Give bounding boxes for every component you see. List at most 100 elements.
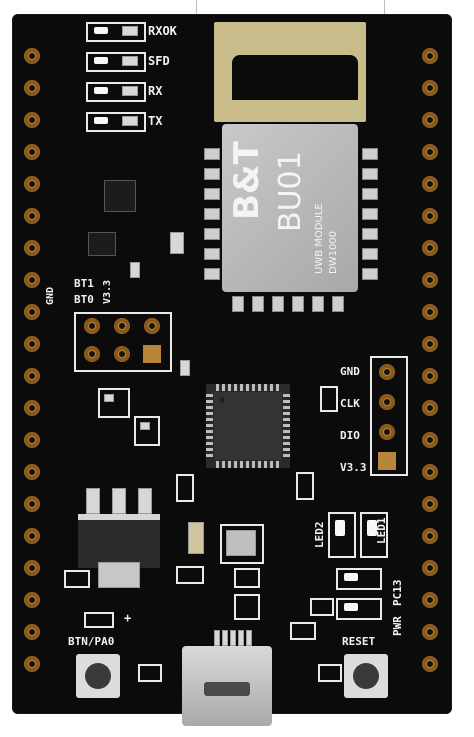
led-sfd <box>94 57 108 64</box>
resistor <box>122 26 138 36</box>
header-pin <box>24 368 40 384</box>
fuse <box>98 562 140 588</box>
component-outline <box>234 594 260 620</box>
module-pin <box>312 296 324 312</box>
photo-edge-line-left <box>196 0 197 14</box>
header-pin <box>24 272 40 288</box>
boot-jumper-outline <box>74 312 172 372</box>
header-pin <box>422 528 438 544</box>
usb-pin <box>230 630 236 646</box>
led-pc13-outline <box>336 568 382 590</box>
label-swd-gnd: GND <box>340 365 360 378</box>
uwb-module: B&T BU01 UWB MODULE DW1000 <box>222 124 358 292</box>
header-pin <box>24 528 40 544</box>
module-pin <box>204 208 220 220</box>
led1-outline <box>360 512 388 558</box>
crystal <box>226 530 256 556</box>
small-ic <box>88 232 116 256</box>
label-rx: RX <box>148 84 163 98</box>
header-pin <box>422 464 438 480</box>
component-outline <box>64 570 90 588</box>
micro-usb-port[interactable] <box>182 646 272 726</box>
label-boot-gnd: GND <box>45 286 57 306</box>
label-swd-clk: CLK <box>340 397 360 410</box>
header-pin <box>24 240 40 256</box>
capacitor <box>180 360 190 376</box>
module-pin <box>332 296 344 312</box>
component-outline <box>138 664 162 682</box>
capacitor <box>188 522 204 554</box>
module-pin <box>362 268 378 280</box>
label-reset: RESET <box>342 635 376 648</box>
header-pin <box>24 592 40 608</box>
antenna-slot <box>232 55 358 100</box>
jumper-pin <box>144 318 160 334</box>
led-tx <box>94 117 108 124</box>
header-pin <box>422 240 438 256</box>
btn-small-outline <box>84 612 114 628</box>
regulator-tab <box>138 488 152 514</box>
component-outline <box>310 598 334 616</box>
module-pin <box>362 228 378 240</box>
resistor <box>130 262 140 278</box>
module-model: BU01 <box>273 151 308 232</box>
header-pin <box>24 464 40 480</box>
component-outline <box>176 474 194 502</box>
led-rx-outline <box>86 82 146 102</box>
led-pwr <box>344 603 358 611</box>
jumper-pin <box>114 318 130 334</box>
header-pin <box>422 208 438 224</box>
led2-outline <box>328 512 356 558</box>
module-pin <box>362 208 378 220</box>
header-pin <box>422 624 438 640</box>
jumper-pin <box>114 346 130 362</box>
component-outline <box>176 566 204 584</box>
label-bt1: BT1 <box>74 277 94 290</box>
module-pin <box>362 248 378 260</box>
jumper-pin <box>84 318 100 334</box>
resistor <box>122 116 138 126</box>
module-brand: B&T <box>227 141 267 220</box>
reset-button-cap <box>353 663 379 689</box>
label-swd-dio: DIO <box>340 429 360 442</box>
header-pin <box>422 176 438 192</box>
label-rxok: RXOK <box>148 24 177 38</box>
component-outline <box>290 622 316 640</box>
regulator-tab <box>86 488 100 514</box>
header-pin <box>422 592 438 608</box>
jumper-pin <box>84 346 100 362</box>
small-ic <box>104 180 136 212</box>
capacitor <box>170 232 184 254</box>
module-pin <box>204 228 220 240</box>
component-outline <box>134 416 160 446</box>
header-pin <box>24 80 40 96</box>
capacitor <box>140 422 150 430</box>
label-boot-v33: V3.3 <box>102 279 114 305</box>
user-button[interactable] <box>76 654 120 698</box>
component-outline <box>320 386 338 412</box>
label-plus: + <box>124 611 132 625</box>
module-pin <box>362 148 378 160</box>
header-pin <box>422 656 438 672</box>
header-pin <box>422 400 438 416</box>
label-bt0: BT0 <box>74 293 94 306</box>
module-pin <box>252 296 264 312</box>
header-pin <box>422 272 438 288</box>
header-pin <box>24 48 40 64</box>
voltage-regulator <box>78 514 160 568</box>
swd-header-outline <box>370 356 408 476</box>
module-pin <box>292 296 304 312</box>
module-line2: DW1000 <box>328 230 339 274</box>
header-pin <box>24 208 40 224</box>
label-pc13: PC13 <box>391 579 404 607</box>
header-pin <box>24 432 40 448</box>
crystal-outline <box>220 524 264 564</box>
label-pwr: PWR <box>391 616 404 636</box>
reset-button[interactable] <box>344 654 388 698</box>
module-pin <box>362 168 378 180</box>
swd-pin-square <box>378 452 396 470</box>
header-pin <box>24 496 40 512</box>
module-pin <box>272 296 284 312</box>
resistor <box>122 56 138 66</box>
header-pin <box>422 336 438 352</box>
